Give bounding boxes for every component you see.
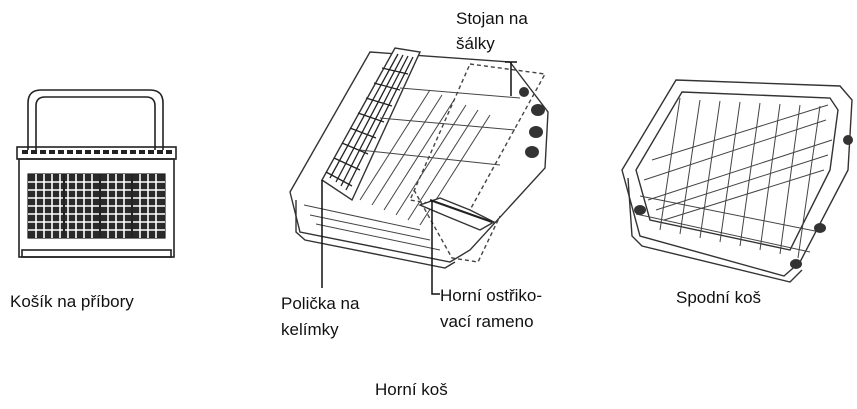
upper-spray-arm-label-line2: vací rameno [440, 312, 534, 331]
upper-spray-arm-label-line1: Horní ostřiko- [440, 286, 543, 305]
cup-rack-label-line2: šálky [456, 34, 495, 53]
cup-rack-label-line1: Stojan na [456, 9, 528, 28]
spray-arm-leader [431, 200, 440, 295]
lower-basket-label: Spodní koš [676, 288, 762, 307]
upper-basket-label: Horní koš [375, 380, 448, 399]
cup-shelf-label-line1: Polička na [281, 294, 360, 313]
cup-rack-leader [505, 61, 517, 96]
upper-basket-illustration [289, 47, 549, 269]
lower-basket-illustration [621, 79, 853, 283]
cup-shelf-label-line2: kelímky [281, 320, 339, 339]
cutlery-basket-label: Košík na příbory [10, 292, 134, 311]
cutlery-basket-illustration [16, 89, 177, 258]
callout-lines [321, 61, 517, 295]
